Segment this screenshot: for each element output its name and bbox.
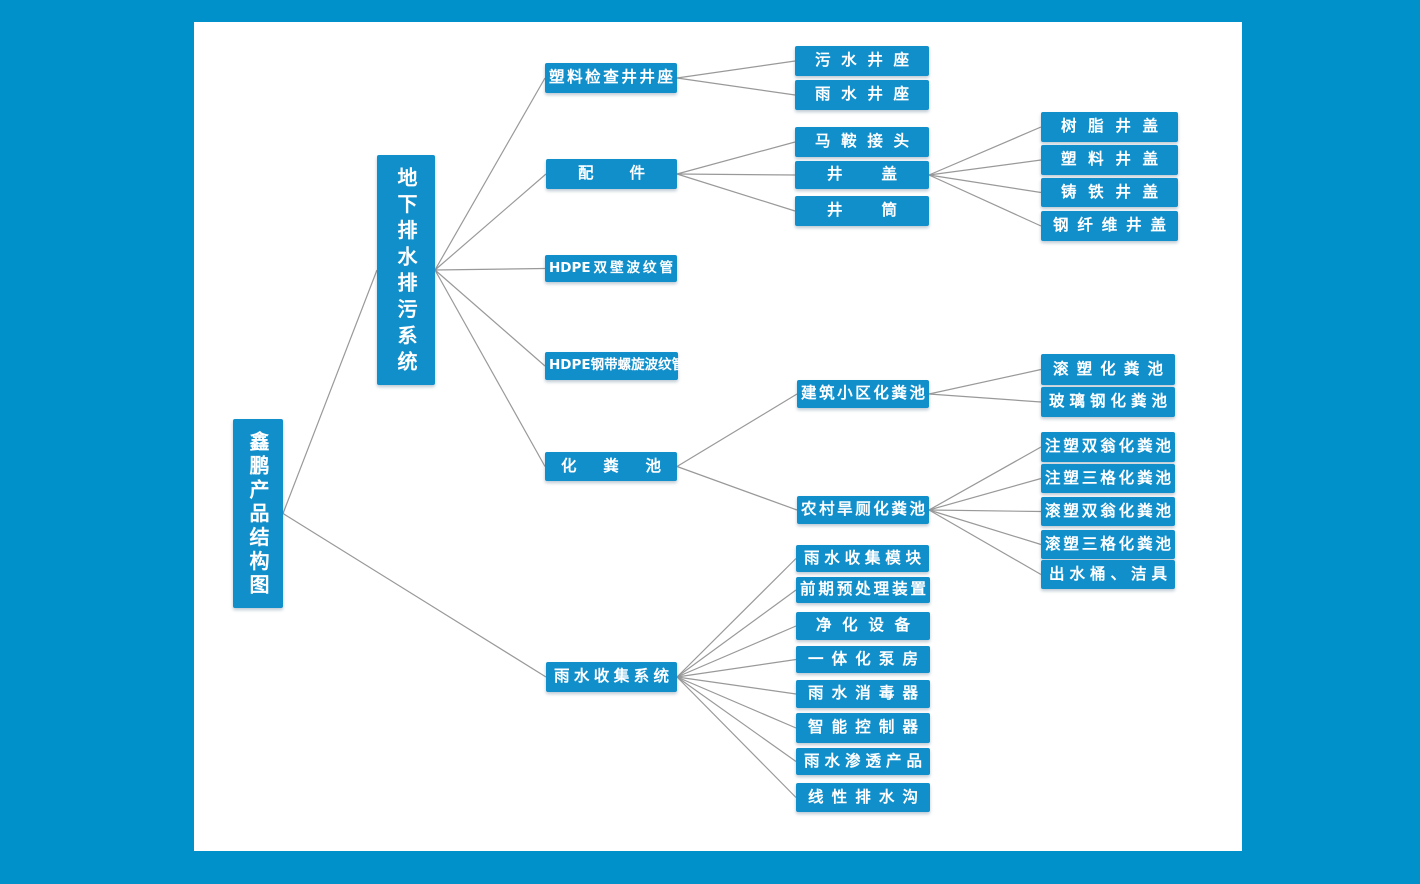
node-rain-well-seat: 雨水井座 xyxy=(795,80,929,110)
node-label-frp-septic: 玻璃钢化粪池 xyxy=(1049,392,1167,411)
node-label-hdpe-steel-spiral: HDPE钢带螺旋波纹管 xyxy=(549,357,686,374)
node-label-roto-three-grid: 滚塑三格化粪池 xyxy=(1045,534,1171,553)
node-label-integrated-pump: 一体化泵房 xyxy=(808,649,918,668)
node-outlet-sanitary: 出水桶、洁具 xyxy=(1041,560,1175,589)
node-label-outlet-sanitary: 出水桶、洁具 xyxy=(1049,564,1167,583)
node-underground-system: 地下排水排污系统 xyxy=(377,155,435,385)
node-label-sewage-well-seat: 污水井座 xyxy=(815,51,909,70)
node-label-cast-iron-cover: 铸铁井盖 xyxy=(1061,182,1158,201)
node-steel-fiber-cover: 钢纤维井盖 xyxy=(1041,211,1178,241)
node-building-septic: 建筑小区化粪池 xyxy=(797,380,929,408)
node-smart-controller: 智能控制器 xyxy=(796,713,930,743)
node-label-rural-septic: 农村旱厕化粪池 xyxy=(801,500,925,519)
node-plastic-inspection-seat: 塑料检查井井座 xyxy=(545,63,677,93)
node-label-inj-double-urn: 注塑双翁化粪池 xyxy=(1045,437,1171,456)
node-label-purification: 净化设备 xyxy=(816,616,910,635)
node-rain-infiltration: 雨水渗透产品 xyxy=(796,748,930,775)
node-label-plastic-cover: 塑料井盖 xyxy=(1061,150,1158,169)
node-rural-septic: 农村旱厕化粪池 xyxy=(797,496,929,524)
node-purification: 净化设备 xyxy=(796,612,930,640)
node-saddle-joint: 马鞍接头 xyxy=(795,127,929,157)
node-label-inj-three-grid: 注塑三格化粪池 xyxy=(1045,468,1171,487)
node-label-accessories: 配件 xyxy=(578,164,645,183)
node-inj-double-urn: 注塑双翁化粪池 xyxy=(1041,432,1175,462)
node-septic-tank: 化粪池 xyxy=(545,452,677,481)
node-label-well-cover: 井盖 xyxy=(827,165,897,184)
node-root: 鑫鹏产品结构图 xyxy=(233,419,283,608)
node-label-steel-fiber-cover: 钢纤维井盖 xyxy=(1053,216,1166,235)
node-label-rw-collect-module: 雨水收集模块 xyxy=(804,548,921,567)
node-label-root: 鑫鹏产品结构图 xyxy=(246,431,270,596)
node-roto-double-urn: 滚塑双翁化粪池 xyxy=(1041,497,1175,526)
node-roto-three-grid: 滚塑三格化粪池 xyxy=(1041,530,1175,559)
node-rainwater-system: 雨水收集系统 xyxy=(546,662,677,692)
node-well-barrel: 井筒 xyxy=(795,196,929,226)
node-plastic-cover: 塑料井盖 xyxy=(1041,145,1178,175)
node-label-rainwater-system: 雨水收集系统 xyxy=(554,667,669,686)
node-cast-iron-cover: 铸铁井盖 xyxy=(1041,178,1178,207)
node-linear-drain: 线性排水沟 xyxy=(796,783,930,812)
node-label-septic-tank: 化粪池 xyxy=(561,456,661,475)
node-resin-cover: 树脂井盖 xyxy=(1041,112,1178,142)
node-rw-collect-module: 雨水收集模块 xyxy=(796,545,929,572)
node-integrated-pump: 一体化泵房 xyxy=(796,646,930,673)
node-sewage-well-seat: 污水井座 xyxy=(795,46,929,76)
node-hdpe-double-wall: HDPE双壁波纹管 xyxy=(545,255,677,282)
node-pre-treatment: 前期预处理装置 xyxy=(796,577,930,603)
node-well-cover: 井盖 xyxy=(795,161,929,189)
node-label-linear-drain: 线性排水沟 xyxy=(808,787,918,806)
node-label-plastic-inspection-seat: 塑料检查井井座 xyxy=(549,68,673,87)
node-inj-three-grid: 注塑三格化粪池 xyxy=(1041,464,1175,493)
node-hdpe-steel-spiral: HDPE钢带螺旋波纹管 xyxy=(545,352,686,380)
node-label-hdpe-double-wall: HDPE双壁波纹管 xyxy=(549,259,673,276)
node-label-rain-well-seat: 雨水井座 xyxy=(815,85,909,104)
node-rain-disinfector: 雨水消毒器 xyxy=(796,680,930,708)
node-label-pre-treatment: 前期预处理装置 xyxy=(800,580,926,599)
node-label-underground-system: 地下排水排污系统 xyxy=(394,167,418,373)
node-label-smart-controller: 智能控制器 xyxy=(808,718,918,737)
node-label-resin-cover: 树脂井盖 xyxy=(1061,117,1158,136)
node-label-rain-infiltration: 雨水渗透产品 xyxy=(804,751,922,770)
node-accessories: 配件 xyxy=(546,159,677,189)
node-label-building-septic: 建筑小区化粪池 xyxy=(801,384,925,403)
node-label-saddle-joint: 马鞍接头 xyxy=(815,132,909,151)
node-label-roto-double-urn: 滚塑双翁化粪池 xyxy=(1045,501,1171,520)
node-label-roto-septic: 滚塑化粪池 xyxy=(1053,359,1163,378)
node-label-rain-disinfector: 雨水消毒器 xyxy=(808,684,918,703)
node-roto-septic: 滚塑化粪池 xyxy=(1041,354,1175,385)
node-label-well-barrel: 井筒 xyxy=(827,201,897,220)
node-frp-septic: 玻璃钢化粪池 xyxy=(1041,387,1175,417)
